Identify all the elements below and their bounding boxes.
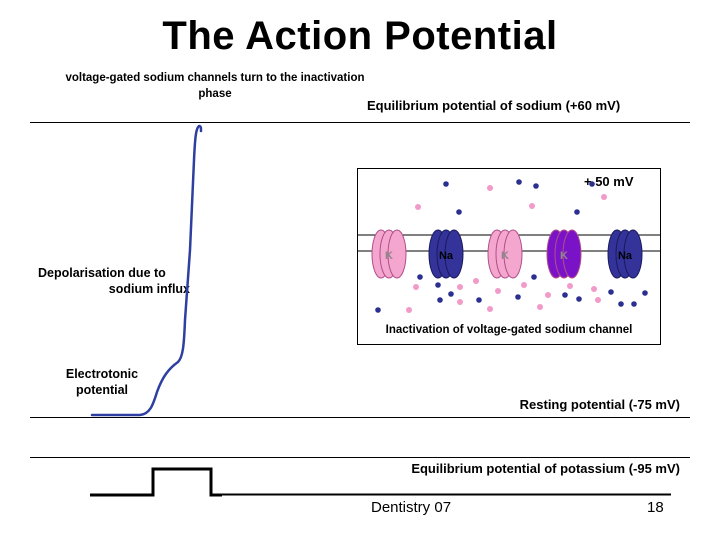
sodium-ion bbox=[562, 292, 568, 298]
electrotonic-line2: potential bbox=[75, 383, 129, 397]
sodium-ion bbox=[533, 183, 539, 189]
potassium-ion bbox=[457, 299, 463, 305]
eq-potassium-line bbox=[30, 457, 690, 458]
potassium-ion bbox=[567, 283, 573, 289]
channel-sodium: Na bbox=[607, 229, 643, 279]
potassium-ion bbox=[457, 284, 463, 290]
sodium-ion bbox=[642, 290, 648, 296]
membrane-diagram: K Na K K Na bbox=[358, 179, 660, 313]
sodium-ion bbox=[516, 179, 522, 185]
potassium-ion bbox=[595, 297, 601, 303]
resting-label: Resting potential (-75 mV) bbox=[519, 397, 680, 412]
stimulus-pulse bbox=[90, 467, 222, 497]
sodium-ion bbox=[476, 297, 482, 303]
sodium-ion bbox=[375, 307, 381, 313]
sodium-ion bbox=[443, 181, 449, 187]
potassium-ion bbox=[413, 284, 419, 290]
potassium-ion bbox=[415, 204, 421, 210]
sodium-ion bbox=[608, 289, 614, 295]
sodium-ion bbox=[437, 297, 443, 303]
electrotonic-label: Electrotonic potential bbox=[52, 366, 152, 398]
potassium-ion bbox=[521, 282, 527, 288]
sodium-ion bbox=[448, 291, 454, 297]
sodium-ion bbox=[531, 274, 537, 280]
sodium-ion bbox=[574, 209, 580, 215]
potassium-ion bbox=[601, 194, 607, 200]
channel-label: Na bbox=[618, 250, 633, 262]
channel-potassium-open: K bbox=[546, 229, 582, 279]
sodium-ion bbox=[631, 301, 637, 307]
eq-sodium-line bbox=[30, 122, 690, 123]
depolarisation-line1: Depolarisation due to bbox=[38, 266, 166, 280]
sodium-ion bbox=[417, 274, 423, 280]
channel-potassium: K bbox=[487, 229, 523, 279]
channel-subunit bbox=[444, 229, 464, 279]
sodium-ion bbox=[435, 282, 441, 288]
potassium-ion bbox=[473, 278, 479, 284]
resting-line bbox=[30, 417, 690, 418]
potassium-ion bbox=[545, 292, 551, 298]
depolarisation-label: Depolarisation due to sodium influx bbox=[38, 265, 198, 297]
page-number: 18 bbox=[647, 499, 664, 516]
channel-subunit bbox=[623, 229, 643, 279]
sodium-ion bbox=[618, 301, 624, 307]
channel-label: K bbox=[560, 250, 568, 262]
eq-sodium-label: Equilibrium potential of sodium (+60 mV) bbox=[367, 98, 621, 113]
channel-subunit bbox=[503, 229, 523, 279]
potassium-ion bbox=[487, 185, 493, 191]
channel-subunit bbox=[387, 229, 407, 279]
potassium-ion bbox=[495, 288, 501, 294]
inactivation-phase-label: voltage-gated sodium channels turn to th… bbox=[65, 72, 365, 100]
membrane-inset-panel: + 50 mV K Na K K Na Inactivation of voltage-… bbox=[357, 168, 661, 345]
channel-potassium: K bbox=[371, 229, 407, 279]
potassium-ion bbox=[406, 307, 412, 313]
electrotonic-line1: Electrotonic bbox=[65, 367, 139, 381]
sodium-ion bbox=[456, 209, 462, 215]
potassium-ion bbox=[529, 203, 535, 209]
sodium-ion bbox=[589, 181, 595, 187]
channel-label: K bbox=[501, 250, 509, 262]
eq-potassium-label: Equilibrium potential of potassium (-95 … bbox=[411, 461, 680, 476]
footer-text: Dentistry 07 bbox=[371, 499, 452, 516]
sodium-ion bbox=[576, 296, 582, 302]
channel-label: K bbox=[385, 250, 393, 262]
potassium-ion bbox=[487, 306, 493, 312]
channel-label: Na bbox=[439, 250, 454, 262]
channel-sodium: Na bbox=[428, 229, 464, 279]
inset-voltage-label: + 50 mV bbox=[584, 174, 634, 189]
inset-caption: Inactivation of voltage-gated sodium cha… bbox=[385, 324, 633, 336]
potassium-ion bbox=[591, 286, 597, 292]
slide-title: The Action Potential bbox=[162, 14, 558, 58]
depolarisation-line2: sodium influx bbox=[108, 282, 190, 296]
membrane-potential-curve bbox=[90, 124, 203, 417]
potassium-ion bbox=[537, 304, 543, 310]
channel-subunit bbox=[562, 229, 582, 279]
sodium-ion bbox=[515, 294, 521, 300]
